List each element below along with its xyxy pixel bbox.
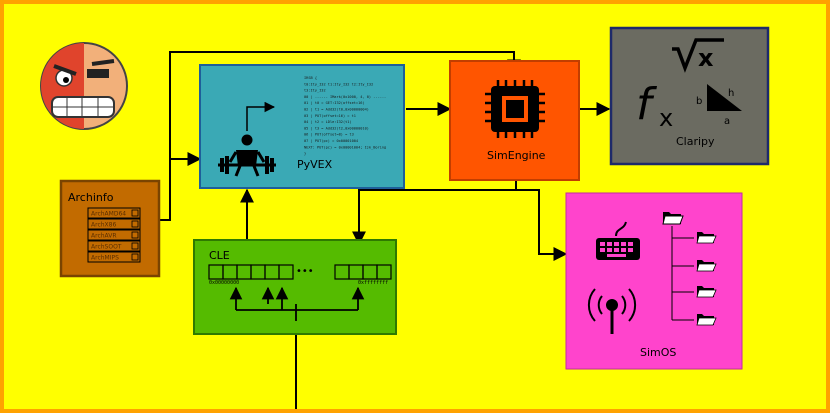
loader-arrows [229, 286, 365, 321]
arch-item: ArchSOOT [91, 244, 122, 251]
ir-line: 00 | ------ IMark(0x1000, 4, 0) ------ [304, 95, 386, 99]
cpu-chip-icon [485, 80, 545, 138]
arch-item: ArchAVR [91, 233, 117, 240]
simengine-to-cle-arrow [352, 180, 517, 246]
cle-label: CLE [209, 249, 230, 262]
svg-text:b: b [696, 96, 702, 107]
archinfo-label: Archinfo [68, 191, 114, 204]
memory-cells-left [208, 264, 294, 280]
vex-ir-listing: IRSB { t0:Ity_I32 t1:Ity_I32 t2:Ity_I32 … [304, 76, 386, 156]
svg-text:h: h [728, 88, 734, 99]
ir-line: NEXT: PUT(pc) = 0x00001004; Ijk_Boring [304, 145, 386, 149]
connections [141, 51, 611, 409]
memory-cells-right [334, 264, 392, 280]
pyvex-box[interactable]: PyVEX IRSB { t0:Ity_I32 t1:Ity_I32 t2:It… [199, 64, 405, 189]
ir-line: 04 | t2 = LDle:I32(t1) [304, 120, 352, 124]
ir-line: } [304, 152, 306, 156]
pyvex-lift-arrow [246, 101, 276, 131]
svg-text:x: x [698, 44, 714, 72]
simengine-box[interactable]: SimEngine [449, 60, 580, 181]
ir-line: 03 | PUT(offset=16) = t1 [304, 114, 356, 118]
memory-ellipsis: ••• [296, 266, 314, 277]
svg-text:x: x [659, 104, 673, 132]
simos-label: SimOS [640, 346, 676, 359]
ir-line: IRSB { [304, 76, 317, 80]
keyboard-icon [596, 221, 640, 260]
memory-cell [278, 264, 294, 280]
arch-item: ArchMIPS [91, 255, 119, 262]
claripy-box[interactable]: f x x b h a Claripy [609, 26, 770, 166]
weightlifter-icon [218, 134, 276, 177]
address-end: 0xffffffff [358, 280, 388, 286]
ir-line: t0:Ity_I32 t1:Ity_I32 t2:Ity_I32 [304, 82, 373, 86]
claripy-label: Claripy [676, 135, 715, 148]
ir-line: 01 | t0 = GET:I32(offset=16) [304, 101, 365, 105]
archinfo-to-simengine-arrow [141, 51, 521, 221]
ir-line: 07 | PUT(pc) = 0x00001004 [304, 139, 358, 143]
simos-box[interactable]: SimOS [565, 192, 743, 370]
address-start: 0x00000000 [209, 280, 239, 286]
ir-line: t3:Ity_I32 [304, 89, 326, 93]
arch-item: ArchX86 [91, 222, 116, 229]
simengine-to-simos-arrow [516, 189, 568, 261]
ir-line: 05 | t3 = Add32(t2,0x00000010) [304, 126, 369, 130]
svg-text:a: a [724, 116, 730, 127]
cle-box[interactable]: CLE ••• 0x00000000 0xffffffff [193, 239, 397, 335]
pyvex-label: PyVEX [297, 158, 333, 171]
arch-item: ArchAMD64 [91, 211, 126, 218]
angry-face-logo [40, 42, 128, 130]
simengine-label: SimEngine [487, 149, 546, 162]
folder-tree-icon [662, 212, 717, 326]
antenna-icon [587, 288, 637, 334]
ir-line: 02 | t1 = Add32(t0,0x00000004) [304, 108, 369, 112]
ir-line: 06 | PUT(offset=8) = t3 [304, 133, 354, 137]
memory-cell [376, 264, 392, 280]
